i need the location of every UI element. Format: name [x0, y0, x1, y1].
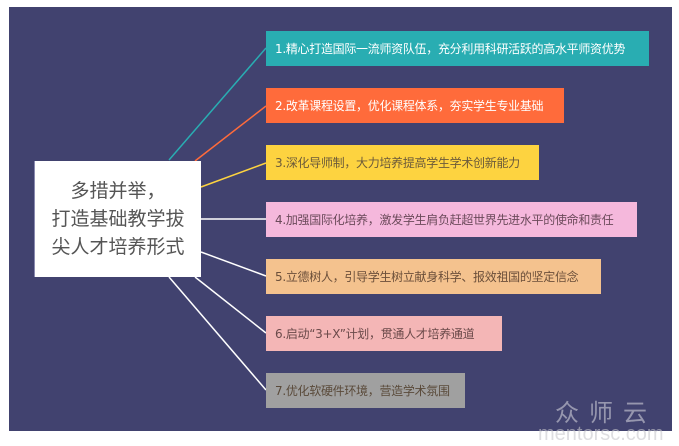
- connector-line-5: [200, 251, 267, 277]
- central-topic-line: 多措并举，: [70, 180, 166, 202]
- branch-item-2: 2.改革课程设置，优化课程体系，夯实学生专业基础: [266, 88, 564, 123]
- branch-item-4: 4.加强国际化培养，激发学生肩负赶超世界先进水平的使命和责任: [266, 202, 637, 237]
- watermark-logo: 众师云: [555, 399, 657, 427]
- connector-line-1: [168, 47, 267, 161]
- central-topic-line: 尖人才培养形式: [51, 236, 185, 258]
- branch-item-5: 5.立德树人，引导学生树立献身科学、报效祖国的坚定信念: [266, 259, 601, 294]
- central-topic: 多措并举， 打造基础教学拔 尖人才培养形式: [34, 161, 201, 277]
- watermark-url: mentorsc.com: [538, 423, 664, 445]
- branch-item-6: 6.启动“3+X”计划，贯通人才培养通道: [266, 316, 502, 351]
- branch-item-7: 7.优化软硬件环境，营造学术氛围: [266, 373, 465, 408]
- connector-line-3: [200, 162, 267, 188]
- connector-line-2: [194, 105, 267, 162]
- connector-line-7: [168, 276, 267, 391]
- connector-line-6: [194, 276, 267, 334]
- branch-item-3: 3.深化导师制，大力培养提高学生学术创新能力: [266, 145, 539, 180]
- branch-item-1: 1.精心打造国际一流师资队伍，充分利用科研活跃的高水平师资优势: [266, 31, 649, 66]
- central-topic-line: 打造基础教学拔: [51, 208, 185, 230]
